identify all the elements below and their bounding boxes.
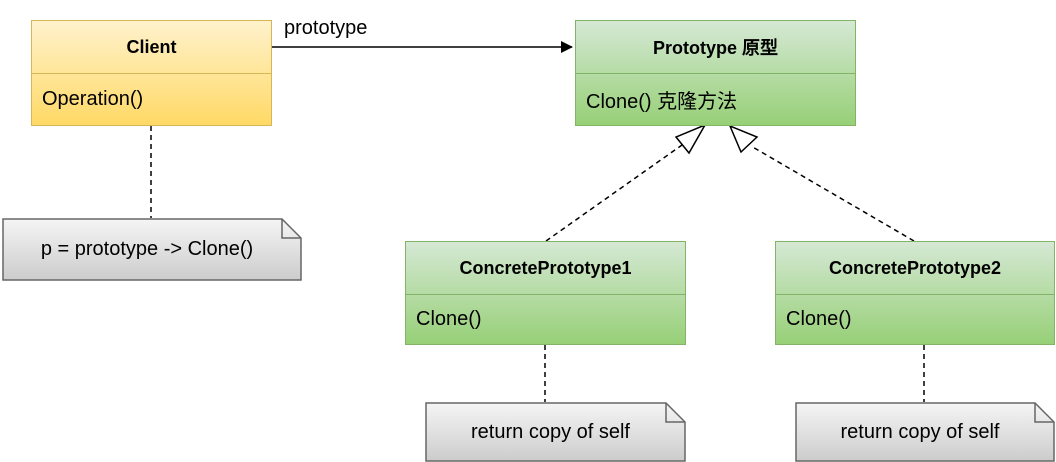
concrete-prototype-1-class[interactable]: ConcretePrototype1 Clone() [405, 241, 686, 345]
note-shape-icon [795, 402, 1055, 462]
association-label: prototype [284, 17, 368, 39]
realization-line-1 [545, 144, 683, 242]
prototype-class-method: Clone() 克隆方法 [586, 91, 738, 113]
realization-triangle-1 [674, 123, 707, 155]
client-class-name: Client [32, 21, 271, 74]
prototype-class-name: Prototype 原型 [576, 21, 855, 74]
concrete-prototype-2-note[interactable]: return copy of self [795, 402, 1055, 462]
client-class[interactable]: Client Operation() [31, 20, 272, 126]
client-note[interactable]: p = prototype -> Clone() [2, 218, 302, 281]
note-shape-icon [425, 402, 686, 462]
concrete-prototype-2-name: ConcretePrototype2 [776, 242, 1054, 295]
concrete-prototype-1-note-text: return copy of self [471, 420, 630, 443]
client-note-text: p = prototype -> Clone() [40, 238, 254, 260]
concrete-prototype-2-note-text: return copy of self [840, 420, 1000, 443]
prototype-class[interactable]: Prototype 原型 Clone() 克隆方法 [575, 20, 856, 126]
concrete-prototype-1-method: Clone() [416, 308, 482, 330]
concrete-prototype-2-class[interactable]: ConcretePrototype2 Clone() [775, 241, 1055, 345]
concrete-prototype-1-note[interactable]: return copy of self [425, 402, 686, 462]
realization-line-2 [750, 145, 915, 242]
concrete-prototype-1-name: ConcretePrototype1 [406, 242, 685, 295]
client-class-method: Operation() [42, 88, 144, 110]
realization-triangle-2 [728, 124, 759, 154]
concrete-prototype-2-method: Clone() [786, 308, 852, 330]
note-shape-icon [2, 218, 302, 281]
